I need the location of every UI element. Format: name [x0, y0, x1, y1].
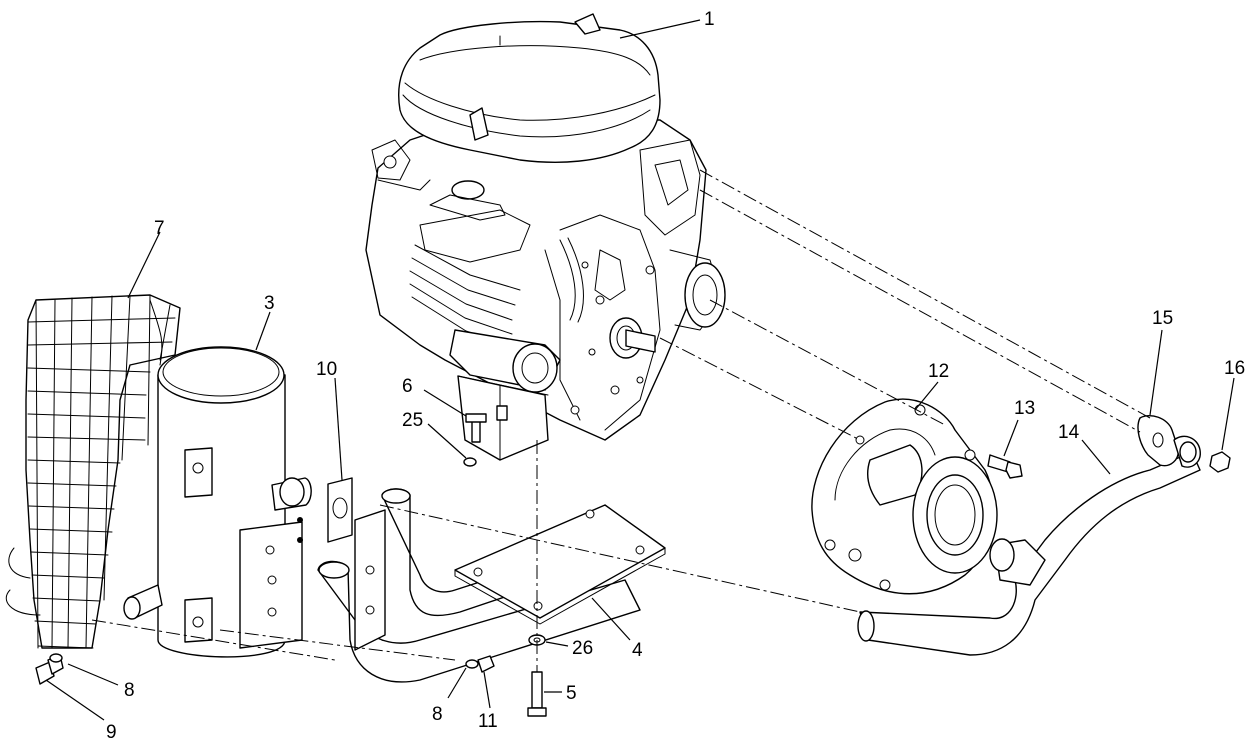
callout-7: 7 [154, 218, 165, 239]
callout-11: 11 [478, 711, 498, 732]
callout-8-left: 8 [124, 680, 135, 701]
muffler [123, 346, 312, 658]
bolt-13 [987, 454, 1023, 479]
alignment-lines [91, 169, 1151, 672]
callouts: 1 3 4 5 6 7 8 8 9 10 11 12 13 [45, 9, 1245, 743]
exhaust-pipe [857, 414, 1201, 656]
gasket [297, 477, 353, 543]
callout-26: 26 [572, 638, 593, 659]
muffler-guard [5, 294, 181, 649]
callout-4: 4 [632, 640, 643, 661]
mounting-plate [454, 504, 666, 625]
engine-assembly [365, 13, 726, 461]
callout-15: 15 [1152, 308, 1173, 329]
nut-16 [1209, 451, 1231, 473]
callout-3: 3 [264, 293, 275, 314]
hardware [35, 413, 547, 717]
callout-6: 6 [402, 376, 413, 397]
callout-16: 16 [1224, 358, 1245, 379]
callout-13: 13 [1014, 398, 1035, 419]
callout-10: 10 [316, 359, 337, 380]
callout-5: 5 [566, 683, 577, 704]
callout-9: 9 [106, 722, 117, 743]
callout-14: 14 [1058, 422, 1080, 443]
callout-8-center: 8 [432, 704, 443, 725]
callout-25: 25 [402, 410, 423, 431]
callout-12: 12 [928, 361, 949, 382]
callout-1: 1 [704, 9, 715, 30]
exhaust-manifold [811, 398, 998, 595]
